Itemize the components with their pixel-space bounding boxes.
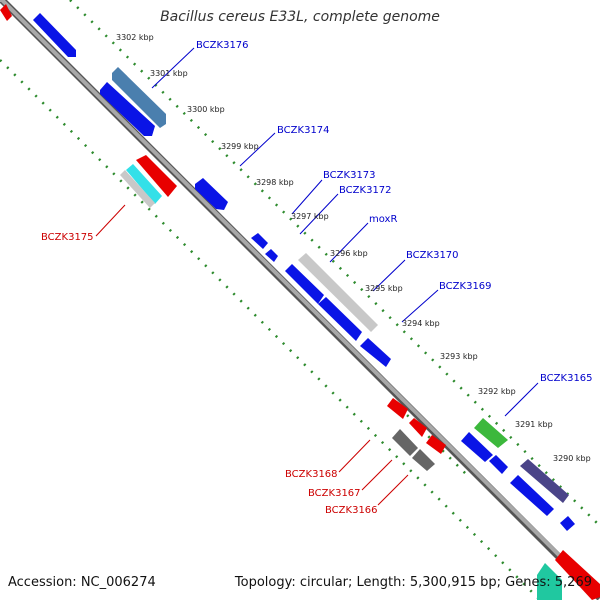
gene-label[interactable]: BCZK3173 bbox=[323, 170, 376, 181]
callout-lines bbox=[95, 47, 539, 506]
kbp-tick: 3291 kbp bbox=[515, 420, 553, 429]
gene-feature[interactable] bbox=[298, 253, 378, 332]
gene-feature[interactable] bbox=[474, 418, 508, 448]
gene-feature[interactable] bbox=[489, 455, 508, 474]
kbp-tick: 3295 kbp bbox=[365, 284, 403, 293]
gene-feature[interactable] bbox=[126, 164, 162, 204]
gene-feature[interactable] bbox=[0, 4, 12, 21]
gene-feature[interactable] bbox=[461, 432, 493, 462]
gene-feature[interactable] bbox=[285, 264, 324, 304]
kbp-tick: 3298 kbp bbox=[256, 178, 294, 187]
gene-feature[interactable] bbox=[360, 338, 391, 367]
gene-label[interactable]: BCZK3165 bbox=[540, 373, 593, 384]
forward-gene-labels: BCZK3176 BCZK3174 BCZK3173 BCZK3172 moxR… bbox=[196, 40, 593, 384]
kbp-tick: 3296 kbp bbox=[330, 249, 368, 258]
gene-label[interactable]: BCZK3170 bbox=[406, 250, 459, 261]
gene-feature[interactable] bbox=[100, 82, 155, 136]
forward-strand-features bbox=[0, 4, 600, 600]
reverse-gene-labels: BCZK3175 BCZK3168 BCZK3167 BCZK3166 bbox=[41, 232, 378, 516]
gene-feature[interactable] bbox=[537, 563, 562, 600]
kbp-tick: 3297 kbp bbox=[291, 212, 329, 221]
gene-label[interactable]: BCZK3167 bbox=[308, 488, 361, 499]
gene-label[interactable]: BCZK3172 bbox=[339, 185, 392, 196]
kbp-tick: 3302 kbp bbox=[116, 33, 154, 42]
outer-dotted-track bbox=[69, 0, 600, 527]
gene-feature[interactable] bbox=[409, 418, 427, 437]
gene-feature[interactable] bbox=[412, 449, 435, 471]
kbp-tick: 3294 kbp bbox=[402, 319, 440, 328]
gene-feature[interactable] bbox=[392, 429, 418, 456]
gene-feature[interactable] bbox=[195, 178, 228, 210]
gene-label[interactable]: BCZK3169 bbox=[439, 281, 492, 292]
gene-label[interactable]: moxR bbox=[369, 214, 397, 225]
accession-label: Accession: NC_006274 bbox=[8, 575, 156, 590]
gene-feature[interactable] bbox=[555, 550, 600, 600]
gene-feature[interactable] bbox=[112, 67, 166, 128]
gene-feature[interactable] bbox=[520, 459, 569, 503]
kbp-tick: 3292 kbp bbox=[478, 387, 516, 396]
gene-feature[interactable] bbox=[426, 435, 446, 454]
kbp-tick: 3299 kbp bbox=[221, 142, 259, 151]
gene-feature[interactable] bbox=[251, 233, 268, 249]
reverse-strand-features bbox=[120, 155, 562, 600]
gene-feature[interactable] bbox=[318, 297, 362, 341]
gene-label[interactable]: BCZK3174 bbox=[277, 125, 330, 136]
inner-dotted-track bbox=[0, 59, 541, 600]
kbp-tick: 3301 kbp bbox=[150, 69, 188, 78]
kbp-tick-labels: 3302 kbp 3301 kbp 3300 kbp 3299 kbp 3298… bbox=[116, 33, 591, 463]
kbp-tick: 3290 kbp bbox=[553, 454, 591, 463]
kbp-tick: 3300 kbp bbox=[187, 105, 225, 114]
gene-label[interactable]: BCZK3175 bbox=[41, 232, 94, 243]
gene-label[interactable]: BCZK3176 bbox=[196, 40, 249, 51]
gene-feature[interactable] bbox=[510, 475, 554, 516]
gene-feature[interactable] bbox=[120, 170, 155, 208]
topology-label: Topology: circular; Length: 5,300,915 bp… bbox=[234, 575, 592, 590]
kbp-tick: 3293 kbp bbox=[440, 352, 478, 361]
gene-feature[interactable] bbox=[387, 398, 408, 419]
gene-label[interactable]: BCZK3166 bbox=[325, 505, 378, 516]
gene-feature[interactable] bbox=[560, 516, 575, 531]
gene-label[interactable]: BCZK3168 bbox=[285, 469, 338, 480]
gene-feature[interactable] bbox=[136, 155, 177, 197]
gene-feature[interactable] bbox=[33, 13, 76, 57]
map-title: Bacillus cereus E33L, complete genome bbox=[160, 9, 440, 25]
gene-feature[interactable] bbox=[265, 249, 278, 262]
